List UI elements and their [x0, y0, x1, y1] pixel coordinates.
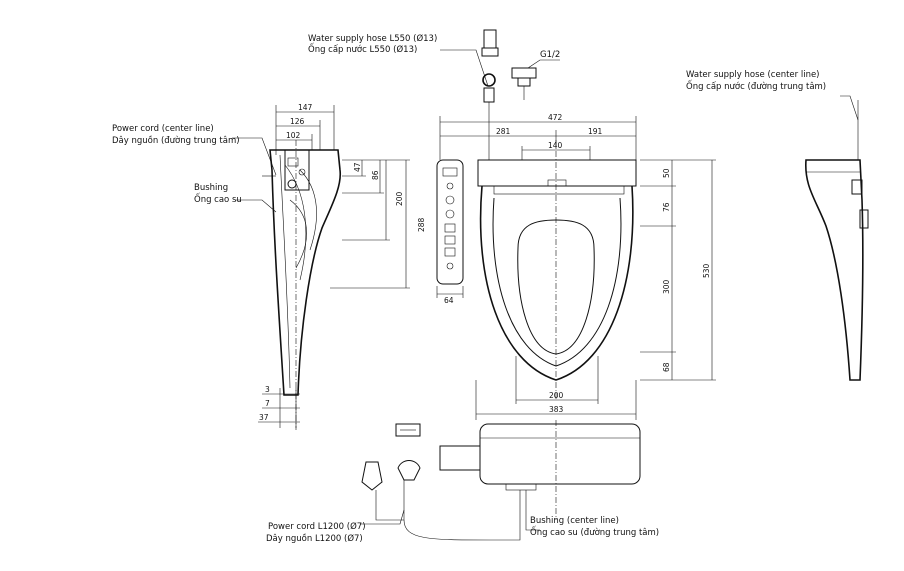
dim-147: 147	[298, 103, 313, 112]
dim-126: 126	[290, 117, 305, 126]
dim-383: 383	[549, 405, 564, 414]
right-side-view	[805, 95, 869, 381]
label-bushing-center-en: Bushing (center line)	[530, 516, 619, 526]
label-power-cord-l1200-en: Power cord L1200 (Ø7)	[268, 522, 366, 532]
dim-64: 64	[444, 296, 454, 305]
dim-86: 86	[371, 170, 380, 180]
dim-47: 47	[353, 162, 362, 172]
seat-top-view: 472 281 191 140 50 76 300 530 68 200 383	[439, 29, 716, 420]
left-side-view: 147 126 102 47 86 200 288 3 7 37	[232, 103, 426, 430]
label-power-cord-center-en: Power cord (center line)	[112, 124, 214, 134]
label-power-cord-l1200-vi: Dây nguồn L1200 (Ø7)	[266, 534, 363, 544]
dim-50: 50	[662, 168, 671, 178]
dim-530: 530	[702, 263, 711, 278]
dim-281: 281	[496, 127, 511, 136]
dim-102: 102	[286, 131, 301, 140]
dim-191: 191	[588, 127, 603, 136]
dim-3: 3	[265, 385, 270, 394]
dim-7: 7	[265, 399, 270, 408]
dim-37: 37	[259, 413, 269, 422]
dim-300: 300	[662, 279, 671, 294]
label-bushing-vi: Ống cao su	[194, 195, 242, 205]
label-g12: G1/2	[540, 50, 561, 60]
dim-200-bottom: 200	[549, 391, 564, 400]
label-power-cord-center-vi: Dây nguồn (đường trung tâm)	[112, 136, 240, 146]
label-water-hose-l550-en: Water supply hose L550 (Ø13)	[308, 34, 438, 44]
label-bushing-en: Bushing	[194, 183, 229, 193]
dim-140: 140	[548, 141, 563, 150]
dim-68: 68	[662, 362, 671, 372]
label-water-hose-center-en: Water supply hose (center line)	[686, 70, 820, 80]
label-water-hose-center-vi: Ống cấp nước (đường trung tâm)	[686, 82, 827, 92]
dim-200-side: 200	[395, 191, 404, 206]
dim-76: 76	[662, 202, 671, 212]
label-bushing-center-vi: Ống cao su (đường trung tâm)	[530, 528, 660, 538]
seat-front-view	[360, 420, 641, 541]
remote-control: 64	[436, 159, 464, 305]
dim-472: 472	[548, 113, 563, 122]
label-water-hose-l550-vi: Ống cấp nước L550 (Ø13)	[308, 45, 418, 55]
dim-288: 288	[417, 217, 426, 232]
